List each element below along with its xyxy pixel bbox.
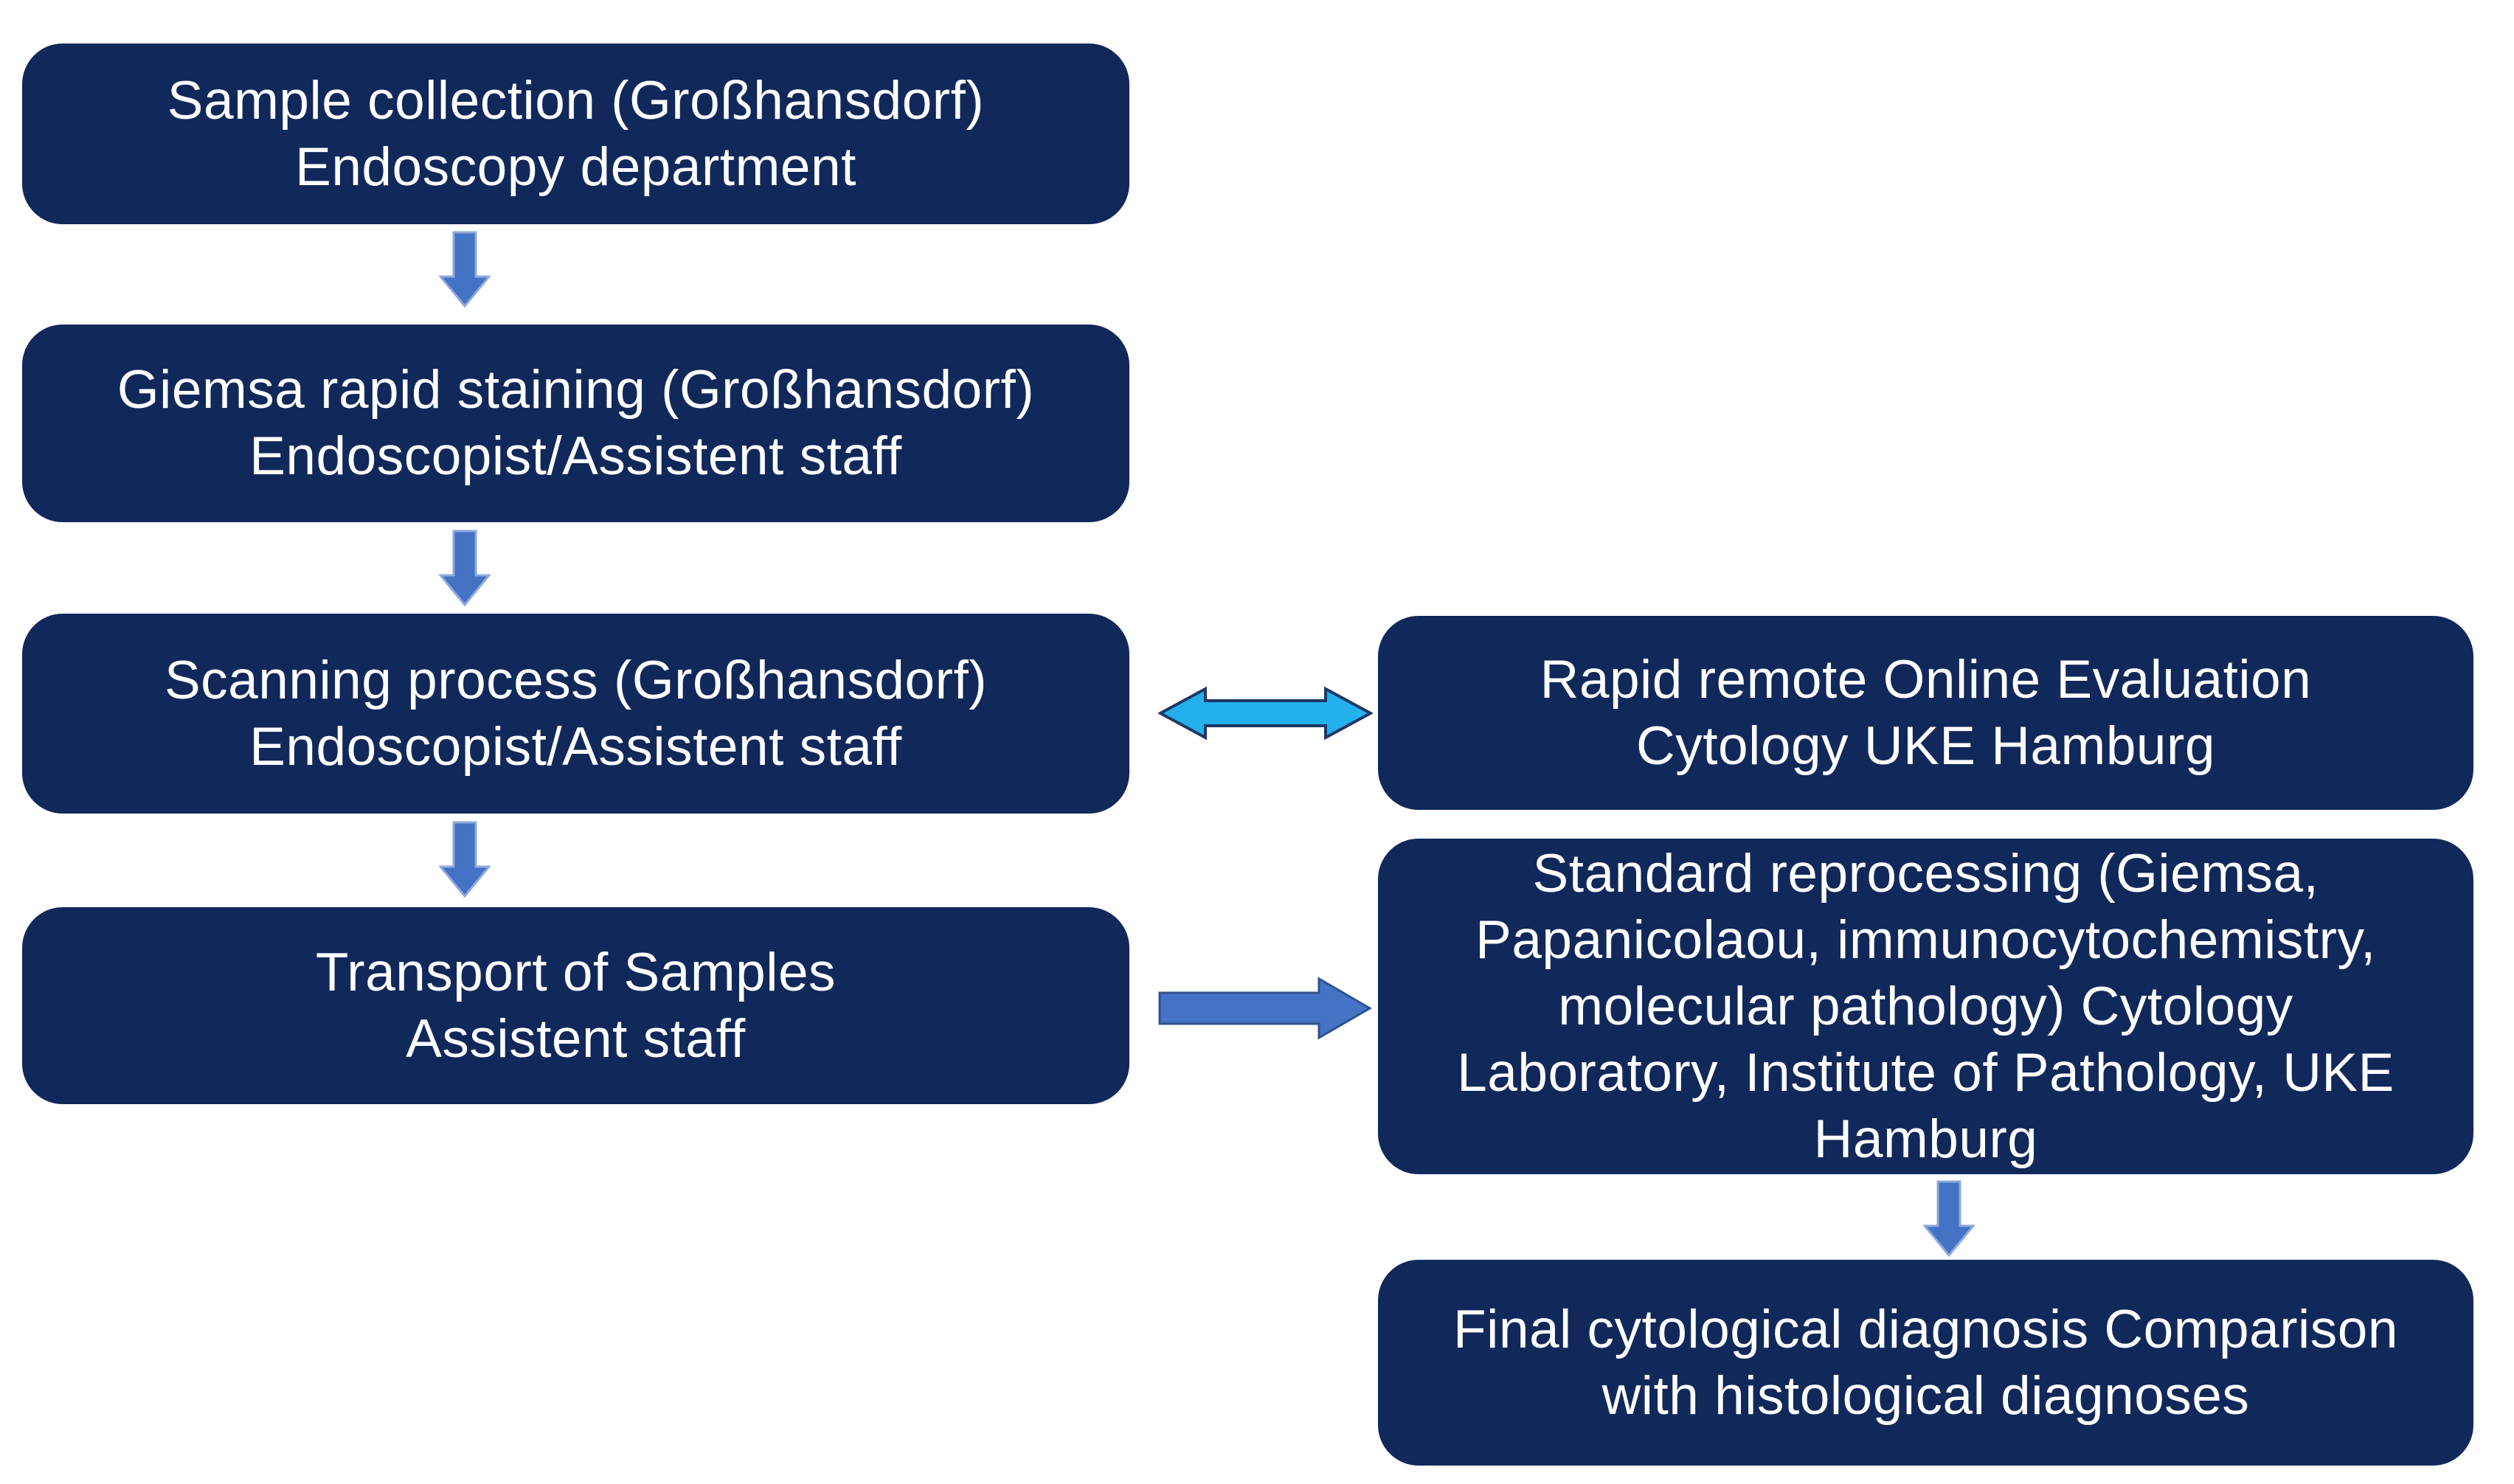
down-arrow-icon-4 [1923, 1180, 1975, 1258]
down-arrow-icon-3 [439, 821, 491, 898]
flow-box-final-cytological-diagnosis-label: Final cytological diagnosis Comparison w… [1453, 1299, 2398, 1426]
flow-box-transport-of-samples-label: Transport of Samples Assistent staff [315, 942, 837, 1069]
down-arrow-icon-2 [439, 530, 491, 607]
down-arrow-icon-1 [439, 231, 491, 308]
flow-box-scanning-process: Scanning process (Großhansdorf) Endoscop… [22, 614, 1129, 814]
flow-box-standard-reprocessing: Standard reprocessing (Giemsa, Papanicol… [1378, 839, 2473, 1174]
flow-box-rapid-remote-online-evaluation-label: Rapid remote Online Evaluation Cytology … [1540, 649, 2312, 776]
flow-box-giemsa-rapid-staining: Giemsa rapid staining (Großhansdorf) End… [22, 325, 1129, 522]
flow-box-standard-reprocessing-label: Standard reprocessing (Giemsa, Papanicol… [1457, 843, 2394, 1169]
flow-box-rapid-remote-online-evaluation: Rapid remote Online Evaluation Cytology … [1378, 616, 2473, 810]
flow-box-final-cytological-diagnosis: Final cytological diagnosis Comparison w… [1378, 1260, 2473, 1466]
double-headed-arrow-icon [1158, 685, 1373, 741]
right-arrow-icon [1158, 977, 1372, 1040]
flow-box-sample-collection: Sample collection (Großhansdorf) Endosco… [22, 44, 1129, 224]
flow-box-scanning-process-label: Scanning process (Großhansdorf) Endoscop… [164, 650, 988, 777]
flow-box-transport-of-samples: Transport of Samples Assistent staff [22, 907, 1129, 1104]
flow-box-sample-collection-label: Sample collection (Großhansdorf) Endosco… [167, 70, 985, 197]
flow-box-giemsa-rapid-staining-label: Giemsa rapid staining (Großhansdorf) End… [117, 360, 1035, 486]
